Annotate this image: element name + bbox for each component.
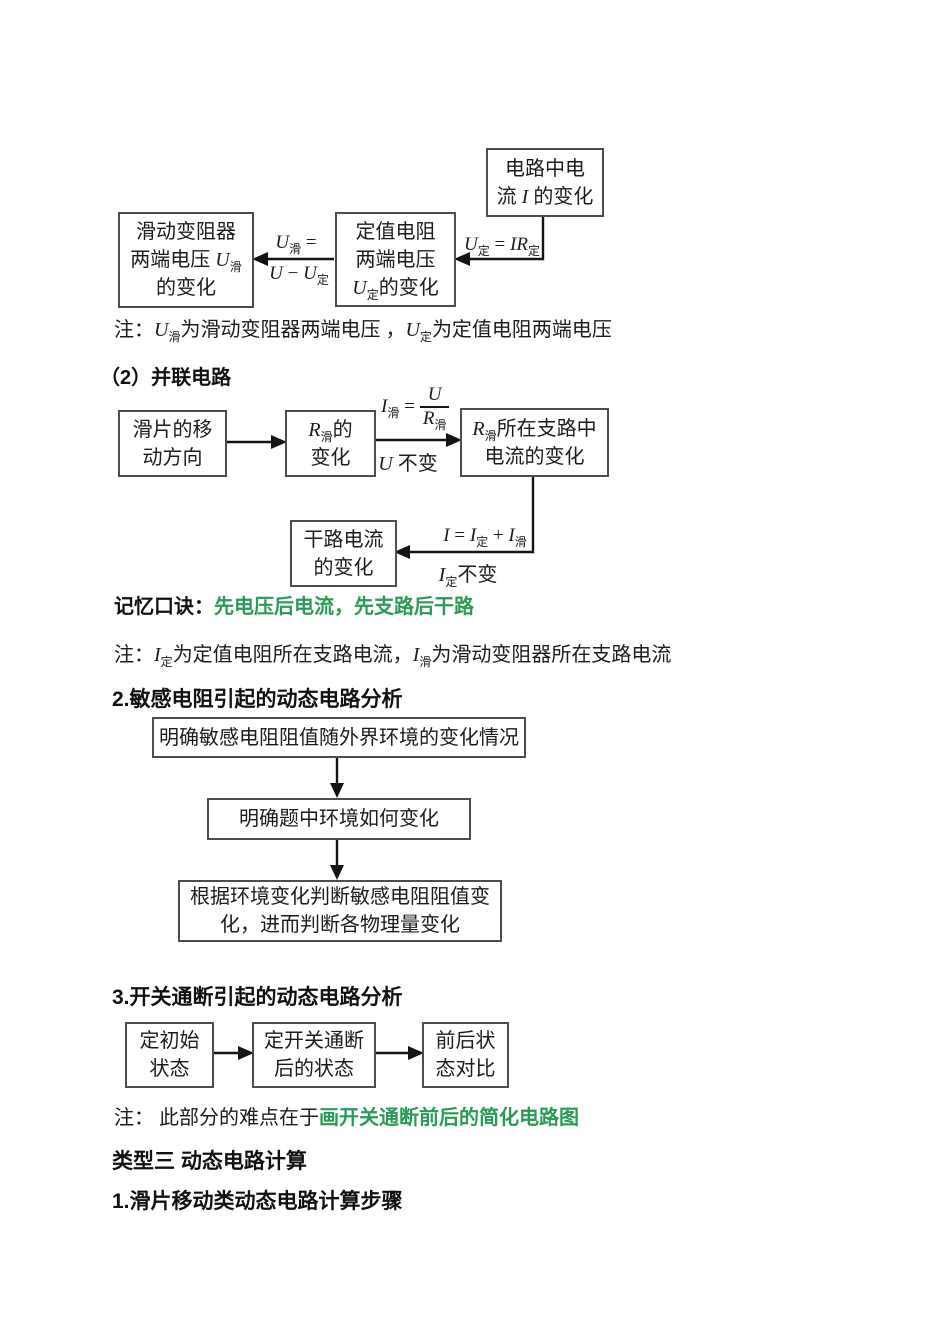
box-line: 化，进而判断各物理量变化 — [220, 914, 460, 936]
fraction-bar — [419, 406, 450, 408]
arrowhead — [252, 252, 268, 266]
box-line: 定开关通断 — [264, 1030, 364, 1052]
box-branch-current-change: R滑所在支路中 电流的变化 — [460, 408, 609, 477]
heading-switch-analysis: 3.开关通断引起的动态电路分析 — [112, 986, 403, 1009]
note-green-part: 画开关通断前后的简化电路图 — [319, 1107, 579, 1129]
formula-u-slider-equals: U滑 = — [275, 232, 317, 256]
arrowhead — [394, 545, 410, 559]
box-circuit-current-change: 电路中电 流 I 的变化 — [486, 148, 604, 217]
box-line: 的变化 — [313, 556, 374, 579]
heading-sensor-analysis: 2.敏感电阻引起的动态电路分析 — [112, 688, 403, 711]
box-line: 动方向 — [142, 446, 203, 469]
box-slider-voltage-change: 滑动变阻器 两端电压 U滑 的变化 — [118, 212, 254, 308]
box-line: 状态 — [149, 1058, 190, 1080]
heading-calc-steps: 1.滑片移动类动态电路计算步骤 — [112, 1190, 403, 1213]
box-line: 明确题中环境如何变化 — [239, 808, 439, 830]
formula-u-minus-u-fixed: U − U定 — [269, 263, 329, 287]
fraction-denominator: R滑 — [422, 408, 447, 432]
formula-i-sum: I = I定 + I滑 — [443, 525, 527, 549]
box-line: 态对比 — [435, 1058, 496, 1080]
heading-type3: 类型三 动态电路计算 — [112, 1150, 307, 1173]
fraction: U R滑 — [419, 384, 450, 432]
box-sensor-step2: 明确题中环境如何变化 — [207, 798, 471, 840]
box-line: U定的变化 — [352, 276, 439, 302]
fraction-prefix: I滑 = — [381, 396, 415, 420]
box-line: 的变化 — [156, 277, 216, 299]
box-line: 变化 — [310, 446, 351, 469]
mnemonic-line: 记忆口诀：先电压后电流，先支路后干路 — [114, 590, 474, 619]
arrowhead — [446, 433, 462, 447]
box-line: 干路电流 — [303, 528, 384, 551]
formula-i-slider-fraction: I滑 = U R滑 — [381, 384, 450, 432]
box-line: 定初始 — [139, 1030, 200, 1052]
box-slider-move-direction: 滑片的移 动方向 — [118, 410, 227, 477]
arrowhead — [330, 865, 344, 880]
box-line: 两端电压 — [355, 248, 436, 271]
heading-parallel-circuit: （2）并联电路 — [100, 367, 232, 389]
box-sensor-step3: 根据环境变化判断敏感电阻阻值变 化，进而判断各物理量变化 — [178, 880, 502, 942]
box-switch-step2: 定开关通断 后的状态 — [252, 1022, 376, 1088]
box-line: R滑所在支路中 — [472, 417, 597, 443]
arrow-current-to-fixed — [470, 213, 545, 261]
box-switch-step1: 定初始 状态 — [125, 1022, 214, 1088]
box-line: 定值电阻 — [355, 220, 436, 243]
note-series-voltages: 注：U滑为滑动变阻器两端电压 ，U定为定值电阻两端电压 — [114, 319, 612, 344]
arrowhead — [271, 435, 287, 449]
box-line: 滑动变阻器 — [136, 221, 236, 243]
arrowhead — [330, 783, 344, 798]
box-main-current-change: 干路电流 的变化 — [290, 520, 397, 587]
box-sensor-step1: 明确敏感电阻阻值随外界环境的变化情况 — [152, 717, 526, 758]
note-black-part: 注： 此部分的难点在于 — [114, 1107, 319, 1129]
box-line: 根据环境变化判断敏感电阻阻值变 — [190, 886, 490, 908]
arrow-branch-to-main — [409, 474, 535, 554]
box-switch-step3: 前后状 态对比 — [422, 1022, 509, 1088]
formula-u-fixed-equals-ir: U定 = IR定 — [464, 234, 540, 258]
box-line: 电路中电 — [505, 157, 585, 180]
note-parallel-currents: 注：I定为定值电阻所在支路电流，I滑为滑动变阻器所在支路电流 — [114, 644, 672, 669]
box-line: 流 I 的变化 — [496, 185, 594, 208]
label-u-constant: U 不变 — [378, 453, 438, 475]
box-r-slider-change: R滑的 变化 — [285, 410, 376, 477]
mnemonic-green-text: 先电压后电流，先支路后干路 — [214, 596, 474, 618]
box-fixed-resistor-voltage-change: 定值电阻 两端电压 U定的变化 — [335, 212, 456, 307]
box-line: R滑的 — [308, 418, 353, 444]
arrowhead — [408, 1046, 424, 1060]
label-i-fixed-constant: I定不变 — [438, 564, 498, 589]
fraction-numerator: U — [427, 384, 442, 405]
note-switch-difficulty: 注： 此部分的难点在于画开关通断前后的简化电路图 — [114, 1101, 579, 1130]
box-line: 明确敏感电阻阻值随外界环境的变化情况 — [159, 726, 519, 749]
arrowhead — [454, 252, 470, 266]
box-line: 前后状 — [435, 1030, 496, 1052]
box-line: 后的状态 — [274, 1058, 354, 1080]
arrowhead — [238, 1046, 254, 1060]
box-line: 电流的变化 — [484, 445, 585, 468]
mnemonic-label: 记忆口诀： — [114, 596, 214, 618]
box-line: 滑片的移 — [132, 418, 213, 441]
box-line: 两端电压 U滑 — [130, 249, 242, 274]
